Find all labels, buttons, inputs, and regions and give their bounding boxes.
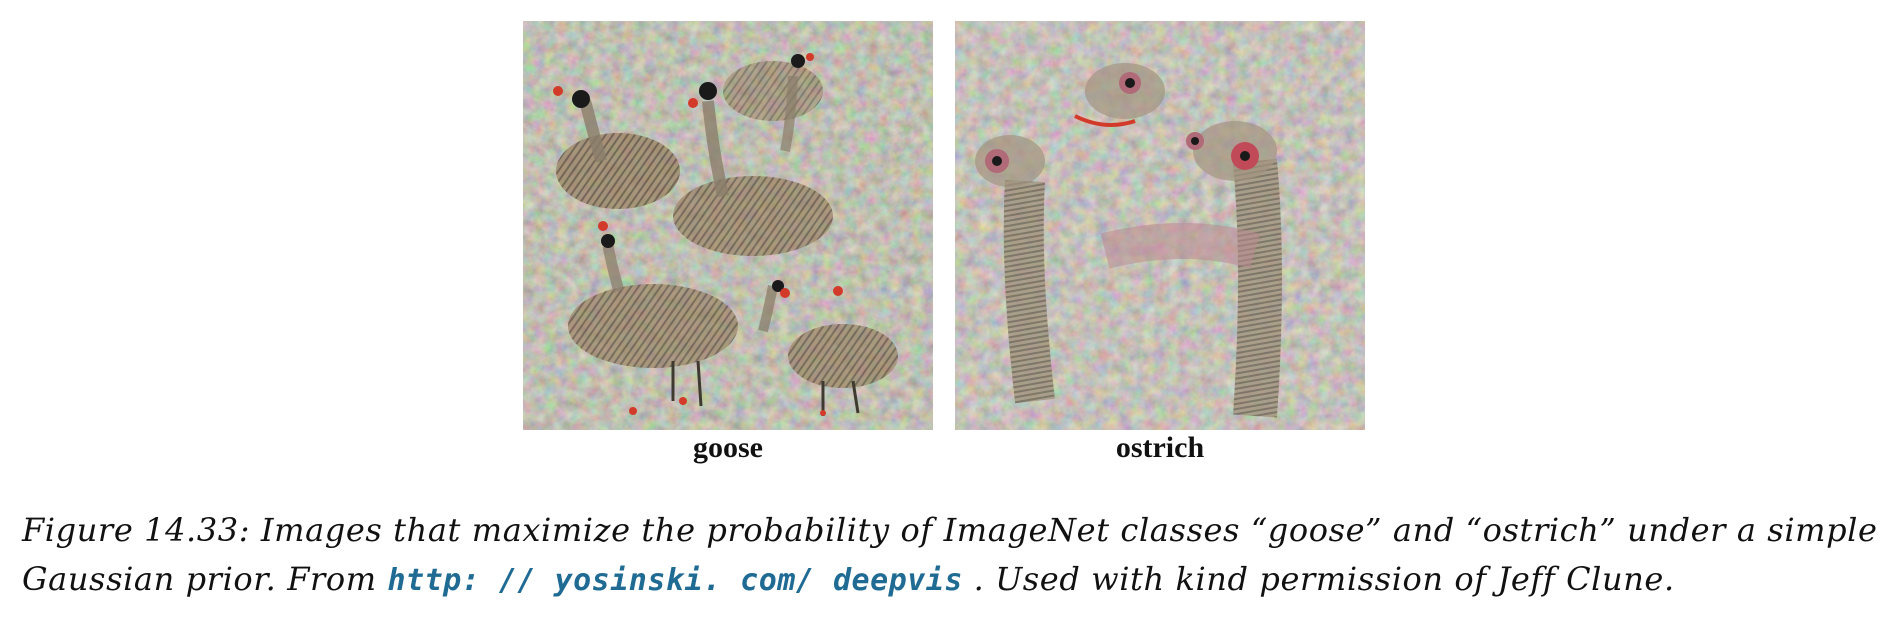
- ostrich-image-art: [955, 21, 1365, 430]
- goose-image-art: [523, 21, 933, 430]
- caption-line-2-suffix: . Used with kind permission of Jeff Clun…: [962, 560, 1675, 598]
- figure-caption: Figure 14.33: Images that maximize the p…: [22, 506, 1882, 605]
- deepvis-link[interactable]: http: // yosinski. com/ deepvis: [387, 563, 963, 598]
- ostrich-label: ostrich: [1115, 431, 1205, 464]
- caption-line-2: Gaussian prior. From http: // yosinski. …: [22, 555, 1882, 605]
- goose-visualization-image: [523, 21, 933, 430]
- caption-line-2-prefix: Gaussian prior. From: [22, 560, 388, 598]
- ostrich-visualization-image: [955, 21, 1365, 430]
- goose-label: goose: [693, 431, 763, 464]
- caption-line-1: Figure 14.33: Images that maximize the p…: [22, 511, 1878, 549]
